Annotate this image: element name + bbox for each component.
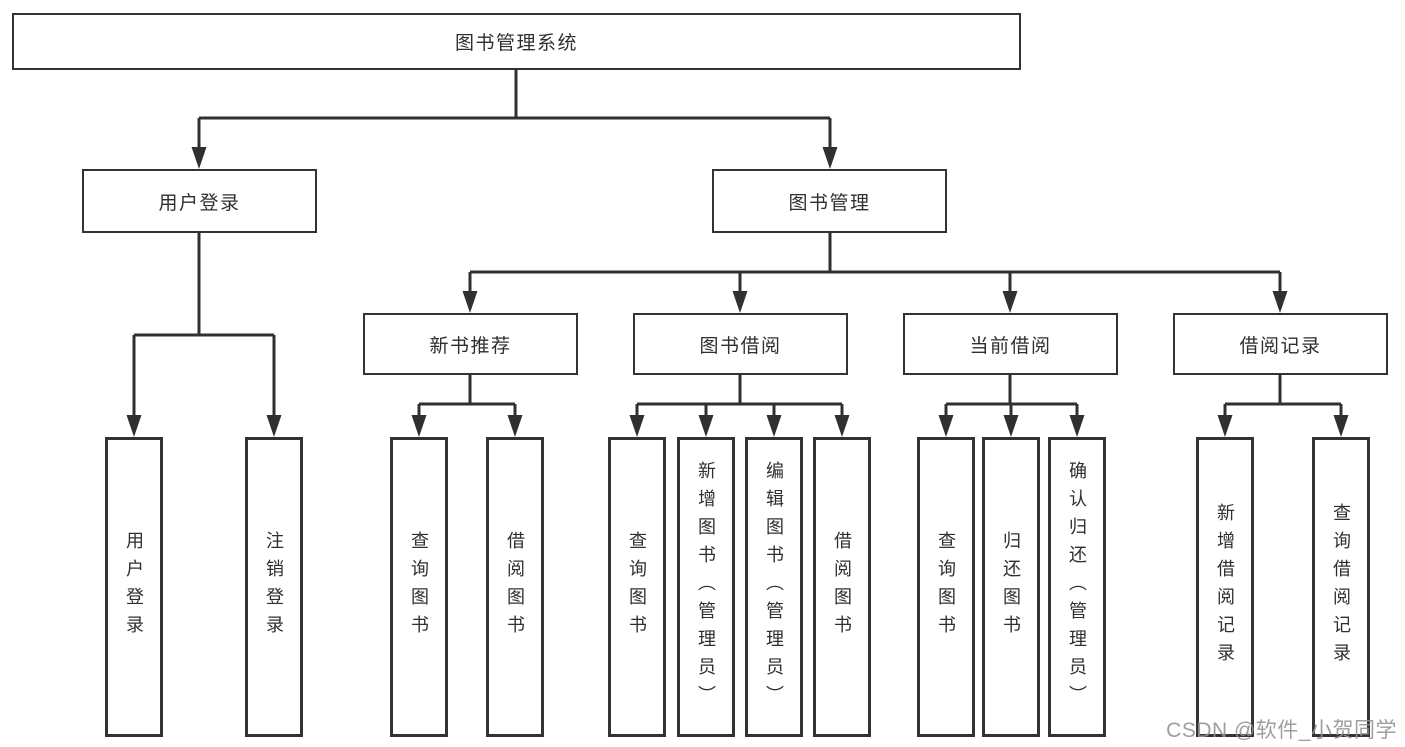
node-current-return-books: 归还图书 xyxy=(982,437,1040,737)
node-borrowing-query-books: 查询图书 xyxy=(608,437,666,737)
node-logout: 注销登录 xyxy=(245,437,303,737)
node-label: 查询图书 xyxy=(627,531,647,643)
node-label: 查询图书 xyxy=(936,531,956,643)
node-new-book-recommendation: 新书推荐 xyxy=(363,313,578,375)
node-borrowing-borrow-books: 借阅图书 xyxy=(813,437,871,737)
node-label: 查询图书 xyxy=(409,531,429,643)
node-borrowing-records: 借阅记录 xyxy=(1173,313,1388,375)
node-library-management-system: 图书管理系统 xyxy=(12,13,1021,70)
node-recommend-query-books: 查询图书 xyxy=(390,437,448,737)
node-records-query-borrow-record: 查询借阅记录 xyxy=(1312,437,1370,737)
node-label: 编辑图书（管理员） xyxy=(764,461,784,713)
node-label: 借阅图书 xyxy=(832,531,852,643)
node-label: 注销登录 xyxy=(264,531,284,643)
csdn-watermark: CSDN @软件_小贺同学 xyxy=(1166,719,1397,742)
node-label: 确认归还（管理员） xyxy=(1067,461,1087,713)
node-current-confirm-return-admin: 确认归还（管理员） xyxy=(1048,437,1106,737)
node-label: 新增图书（管理员） xyxy=(696,461,716,713)
node-book-management: 图书管理 xyxy=(712,169,947,233)
node-recommend-borrow-books: 借阅图书 xyxy=(486,437,544,737)
node-user-login: 用户登录 xyxy=(105,437,163,737)
node-book-borrowing: 图书借阅 xyxy=(633,313,848,375)
node-user-login-group: 用户登录 xyxy=(82,169,317,233)
node-label: 归还图书 xyxy=(1001,531,1021,643)
node-label: 查询借阅记录 xyxy=(1331,503,1351,671)
node-label: 新增借阅记录 xyxy=(1215,503,1235,671)
node-current-borrowing: 当前借阅 xyxy=(903,313,1118,375)
node-borrowing-add-books-admin: 新增图书（管理员） xyxy=(677,437,735,737)
node-label: 借阅图书 xyxy=(505,531,525,643)
node-label: 用户登录 xyxy=(124,531,144,643)
node-records-add-borrow-record: 新增借阅记录 xyxy=(1196,437,1254,737)
node-borrowing-edit-books-admin: 编辑图书（管理员） xyxy=(745,437,803,737)
node-current-query-books: 查询图书 xyxy=(917,437,975,737)
